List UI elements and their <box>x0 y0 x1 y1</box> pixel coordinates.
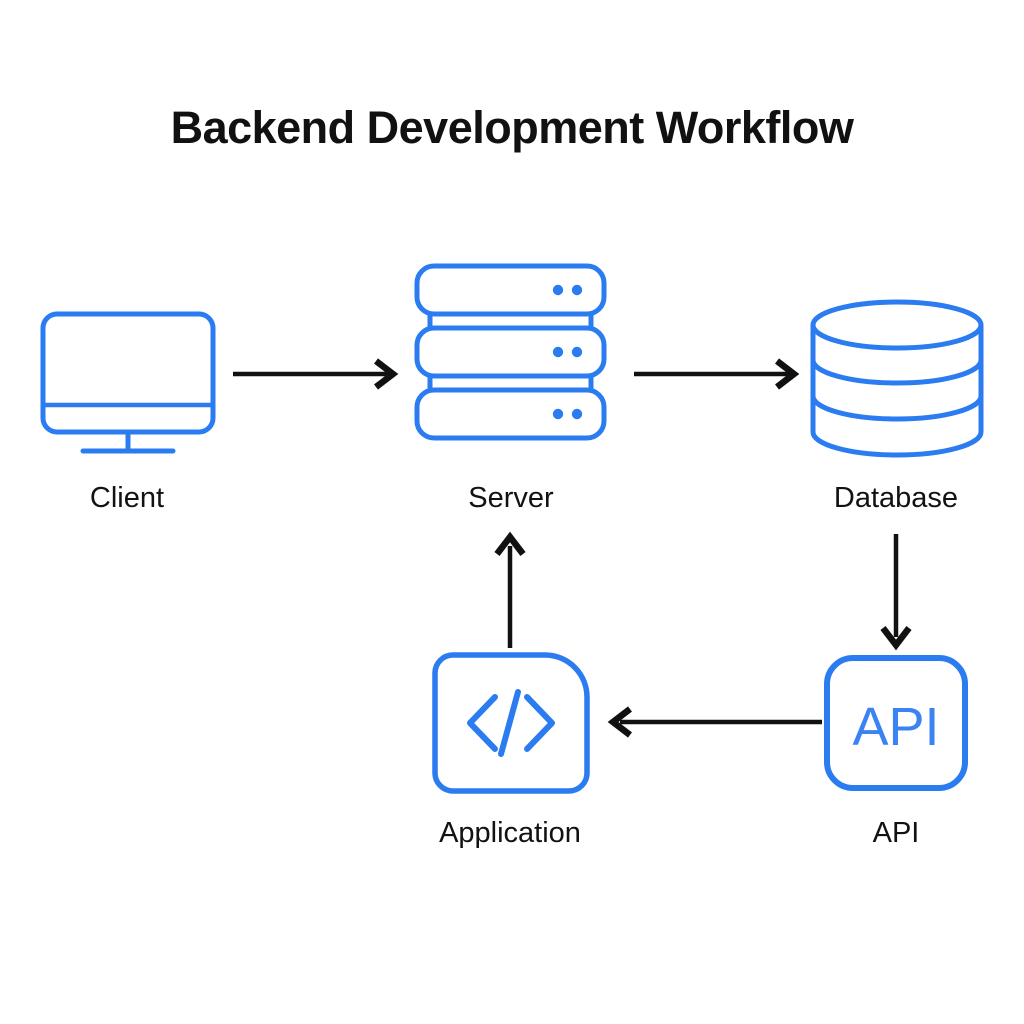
code-file-icon <box>432 652 590 794</box>
node-application[interactable] <box>432 652 590 794</box>
node-label-api: API <box>872 817 920 849</box>
server-rack-icon <box>414 263 607 441</box>
node-label-database: Database <box>833 482 959 514</box>
node-server[interactable] <box>414 263 607 441</box>
api-box-icon: API <box>824 655 968 791</box>
arrow-api-to-application <box>613 709 822 735</box>
monitor-icon <box>40 311 216 454</box>
page-title: Backend Development Workflow <box>170 102 854 153</box>
node-database[interactable] <box>810 299 984 458</box>
node-label-application: Application <box>439 817 581 849</box>
node-api[interactable]: API <box>824 655 968 791</box>
node-client[interactable] <box>40 311 216 454</box>
arrow-application-to-server <box>497 537 523 648</box>
database-cylinder-icon <box>810 299 984 458</box>
node-label-server: Server <box>468 482 554 514</box>
arrow-database-to-api <box>883 534 909 645</box>
arrow-server-to-database <box>634 361 794 387</box>
api-icon-text: API <box>852 697 939 757</box>
node-label-client: Client <box>89 482 165 514</box>
arrow-client-to-server <box>233 361 393 387</box>
